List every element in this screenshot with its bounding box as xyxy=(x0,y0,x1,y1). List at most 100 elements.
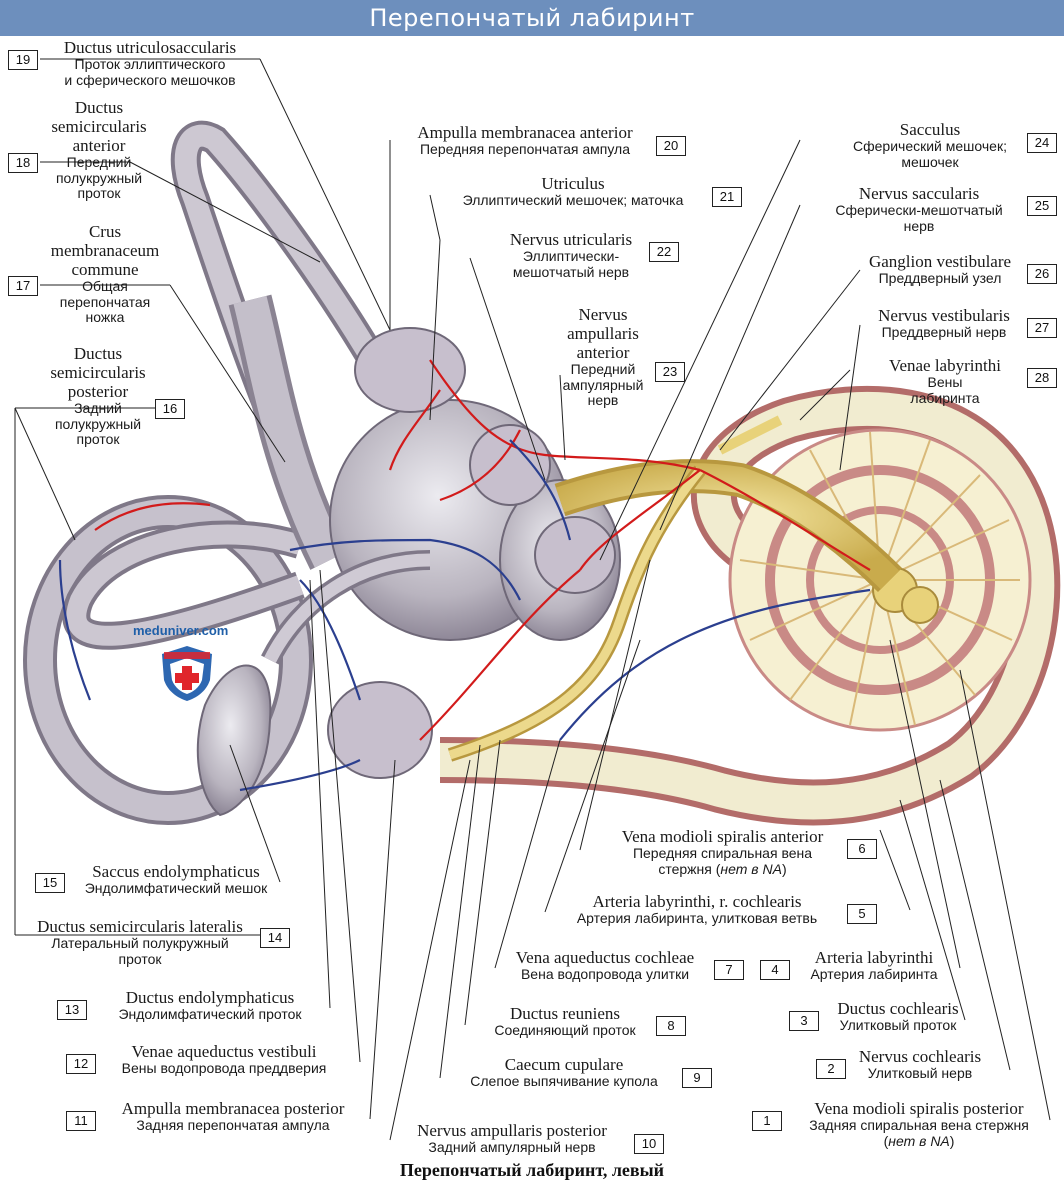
label-23-latin-1: Nervus xyxy=(578,305,628,324)
label-6-not-in-na: нет в NA xyxy=(720,860,782,877)
label-13: Ductus endolymphaticus Эндолимфатический… xyxy=(90,988,330,1023)
label-17-latin-3: commune xyxy=(71,260,139,280)
label-17-russian-2: перепончатая xyxy=(59,293,151,310)
label-1-latin: Vena modioli spiralis posterior xyxy=(814,1099,1024,1118)
crus-membranaceum-commune xyxy=(228,294,350,570)
label-number-21: 21 xyxy=(712,187,742,207)
label-number-6: 6 xyxy=(847,839,877,859)
label-number-28: 28 xyxy=(1027,368,1057,388)
label-23-russian-2: ампулярный xyxy=(562,376,644,393)
label-2: Nervus cochlearis Улитковый нерв xyxy=(850,1047,990,1082)
label-6-russian-2a: стержня ( xyxy=(658,860,721,877)
label-number-5: 5 xyxy=(847,904,877,924)
label-22-russian-2: мешотчатый нерв xyxy=(512,263,630,280)
label-number-24: 24 xyxy=(1027,133,1057,153)
label-12-russian: Вены водопровода преддверия xyxy=(121,1060,327,1077)
label-number-12: 12 xyxy=(66,1054,96,1074)
ampulla-posterior xyxy=(327,681,433,779)
label-number-7: 7 xyxy=(714,960,744,980)
label-18-russian-2: полукружный xyxy=(55,169,143,186)
label-1: Vena modioli spiralis posterior Задняя с… xyxy=(784,1099,1054,1149)
figure-caption: Перепончатый лабиринт, левый xyxy=(399,1160,665,1180)
label-number-8: 8 xyxy=(656,1016,686,1036)
label-18-latin-2: semicircularis xyxy=(51,117,147,137)
label-16-latin-2: semicircularis xyxy=(50,363,146,383)
label-21-russian: Эллиптический мешочек; маточка xyxy=(462,192,684,209)
label-12-latin: Venae aqueductus vestibuli xyxy=(131,1042,317,1061)
label-16-russian-1: Задний xyxy=(74,400,122,417)
label-3-latin: Ductus cochlearis xyxy=(837,999,959,1018)
labyrinth-illustration xyxy=(14,58,1061,1141)
label-8-russian: Соединяющий проток xyxy=(494,1022,636,1039)
label-19-russian: Проток эллиптического xyxy=(74,56,226,73)
label-6: Vena modioli spiralis anterior Передняя … xyxy=(600,827,845,877)
label-16-russian-2: полукружный xyxy=(54,415,142,432)
label-1-russian-2: (нет в NA) xyxy=(784,1133,1054,1150)
label-number-20: 20 xyxy=(656,136,686,156)
label-26: Ganglion vestibulare Преддверный узел xyxy=(855,252,1025,287)
label-17: Crus membranaceum commune Общая перепонч… xyxy=(40,222,170,326)
label-13-latin: Ductus endolymphaticus xyxy=(125,988,295,1007)
label-10: Nervus ampullaris posterior Задний ампул… xyxy=(392,1121,632,1156)
label-21-latin: Utriculus xyxy=(541,174,605,193)
saccus-endolymphaticus xyxy=(196,550,431,817)
label-number-13: 13 xyxy=(57,1000,87,1020)
label-18-latin-1: Ductus xyxy=(74,98,124,117)
label-24: Sacculus Сферический мешочек; мешочек xyxy=(830,120,1030,170)
label-3: Ductus cochlearis Улитковый проток xyxy=(823,999,973,1034)
label-18-russian-1: Передний xyxy=(66,154,132,171)
label-2-latin: Nervus cochlearis xyxy=(858,1047,982,1066)
label-19: Ductus utriculosaccularis Проток эллипти… xyxy=(40,38,260,88)
label-14-latin: Ductus semicircularis lateralis xyxy=(37,917,243,936)
label-23: Nervus ampullaris anterior Передний ампу… xyxy=(548,305,658,409)
watermark-text: meduniver.com xyxy=(133,623,229,638)
label-17-russian-3: ножка xyxy=(85,309,125,326)
label-5: Arteria labyrinthi, r. cochlearis Артери… xyxy=(548,892,846,927)
page-title: Перепончатый лабиринт xyxy=(0,0,1064,36)
label-21: Utriculus Эллиптический мешочек; маточка xyxy=(435,174,711,209)
label-number-11: 11 xyxy=(66,1111,96,1131)
label-number-23: 23 xyxy=(655,362,685,382)
label-17-latin-1: Crus xyxy=(88,222,122,241)
label-6-russian-1: Передняя спиральная вена xyxy=(632,845,813,862)
label-number-2: 2 xyxy=(816,1059,846,1079)
label-19-russian-2: и сферического мешочков xyxy=(64,71,236,88)
label-14-russian-1: Латеральный полукружный xyxy=(51,935,229,952)
label-20: Ampulla membranacea anterior Передняя пе… xyxy=(395,123,655,158)
label-11-russian: Задняя перепончатая ампула xyxy=(136,1117,330,1134)
label-12: Venae aqueductus vestibuli Вены водопров… xyxy=(98,1042,350,1077)
label-4-latin: Arteria labyrinthi xyxy=(814,948,934,967)
label-23-latin-2: ampullaris xyxy=(567,324,639,344)
label-16-russian-3: проток xyxy=(76,431,120,448)
label-4: Arteria labyrinthi Артерия лабиринта xyxy=(792,948,956,983)
label-14-russian-2: проток xyxy=(118,950,162,967)
label-22-latin: Nervus utricularis xyxy=(509,230,633,249)
label-18-russian-3: проток xyxy=(77,185,121,202)
label-22-russian-1: Эллиптически- xyxy=(522,248,620,265)
label-7-russian: Вена водопровода улитки xyxy=(520,966,690,983)
label-27-russian: Преддверный нерв xyxy=(881,324,1007,341)
label-13-russian: Эндолимфатический проток xyxy=(118,1006,302,1023)
label-27: Nervus vestibularis Преддверный нерв xyxy=(862,306,1026,341)
label-28-latin: Venae labyrinthi xyxy=(889,356,1001,375)
label-28: Venae labyrinthi Вены лабиринта xyxy=(865,356,1025,406)
saccule-ampulla xyxy=(534,516,616,594)
label-number-25: 25 xyxy=(1027,196,1057,216)
label-14: Ductus semicircularis lateralis Латераль… xyxy=(20,917,260,967)
label-number-15: 15 xyxy=(35,873,65,893)
veins xyxy=(58,439,871,792)
label-23-russian-3: нерв xyxy=(587,392,619,409)
label-15-latin: Saccus endolymphaticus xyxy=(92,862,260,881)
label-8-latin: Ductus reuniens xyxy=(509,1004,620,1023)
label-25-russian-2: нерв xyxy=(903,217,935,234)
ampulla-anterior xyxy=(354,327,466,413)
label-9: Caecum cupulare Слепое выпячивание купол… xyxy=(448,1055,680,1090)
label-24-russian-2: мешочек xyxy=(901,153,959,170)
label-number-18: 18 xyxy=(8,153,38,173)
label-number-14: 14 xyxy=(260,928,290,948)
label-9-latin: Caecum cupulare xyxy=(504,1055,624,1074)
label-number-16: 16 xyxy=(155,399,185,419)
label-9-russian: Слепое выпячивание купола xyxy=(470,1073,658,1090)
ampulla-lateral xyxy=(469,424,551,506)
label-17-russian-1: Общая xyxy=(82,278,128,295)
